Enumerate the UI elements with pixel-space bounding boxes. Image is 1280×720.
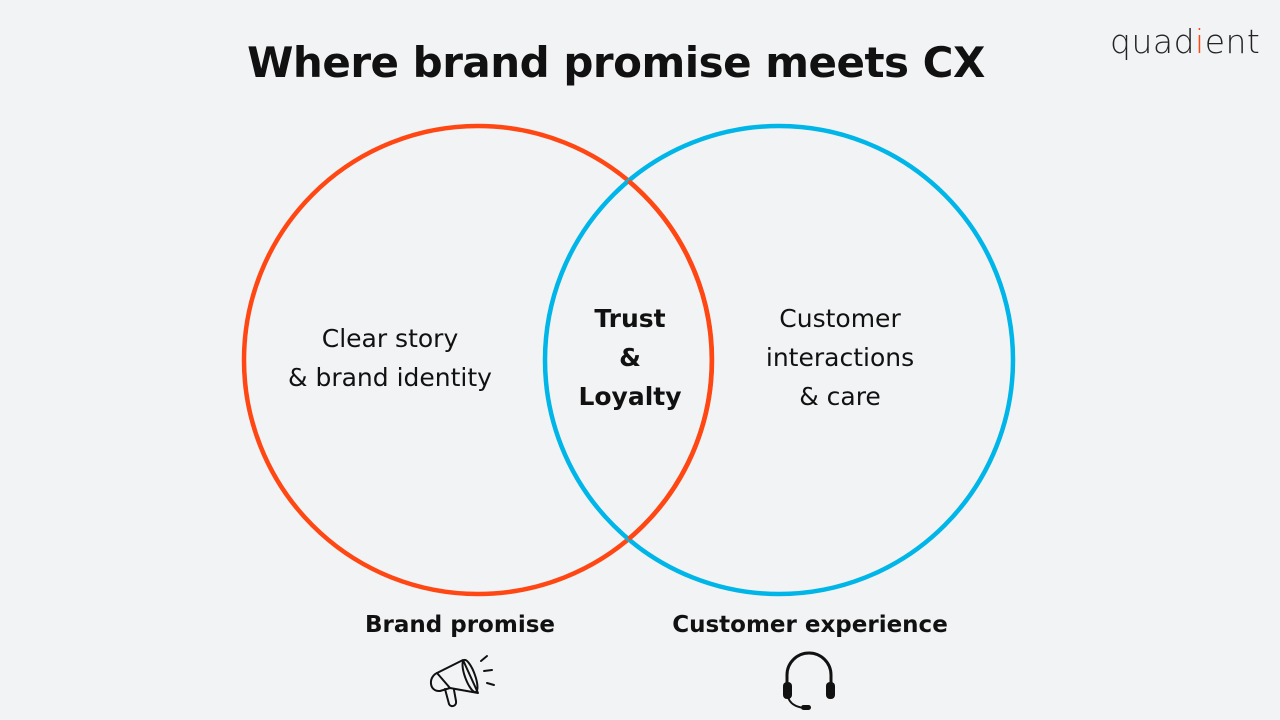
page-title: Where brand promise meets CX [247, 38, 985, 87]
quadient-logo: quadient [1110, 22, 1260, 61]
text-line: & brand identity [288, 363, 492, 392]
overlap-text: Trust & Loyalty [560, 299, 700, 416]
brand-promise-label: Brand promise [365, 612, 555, 638]
text-line: & care [799, 382, 881, 411]
logo-accent: i [1195, 22, 1205, 61]
brand-overlap-arc [627, 179, 715, 541]
text-line: & [619, 343, 641, 372]
brand-promise-description: Clear story & brand identity [270, 319, 510, 397]
customer-experience-label: Customer experience [672, 612, 948, 638]
customer-experience-circle [542, 123, 1016, 597]
text-line: Loyalty [578, 382, 682, 411]
megaphone-icon [430, 655, 495, 708]
logo-text-end: ent [1204, 22, 1261, 61]
text-line: Clear story [321, 324, 459, 353]
logo-text: quad [1110, 22, 1196, 61]
text-line: Trust [594, 304, 666, 333]
text-line: interactions [765, 343, 915, 372]
customer-experience-description: Customer interactions & care [730, 299, 950, 416]
headset-icon [783, 651, 835, 710]
text-line: Customer [779, 304, 901, 333]
